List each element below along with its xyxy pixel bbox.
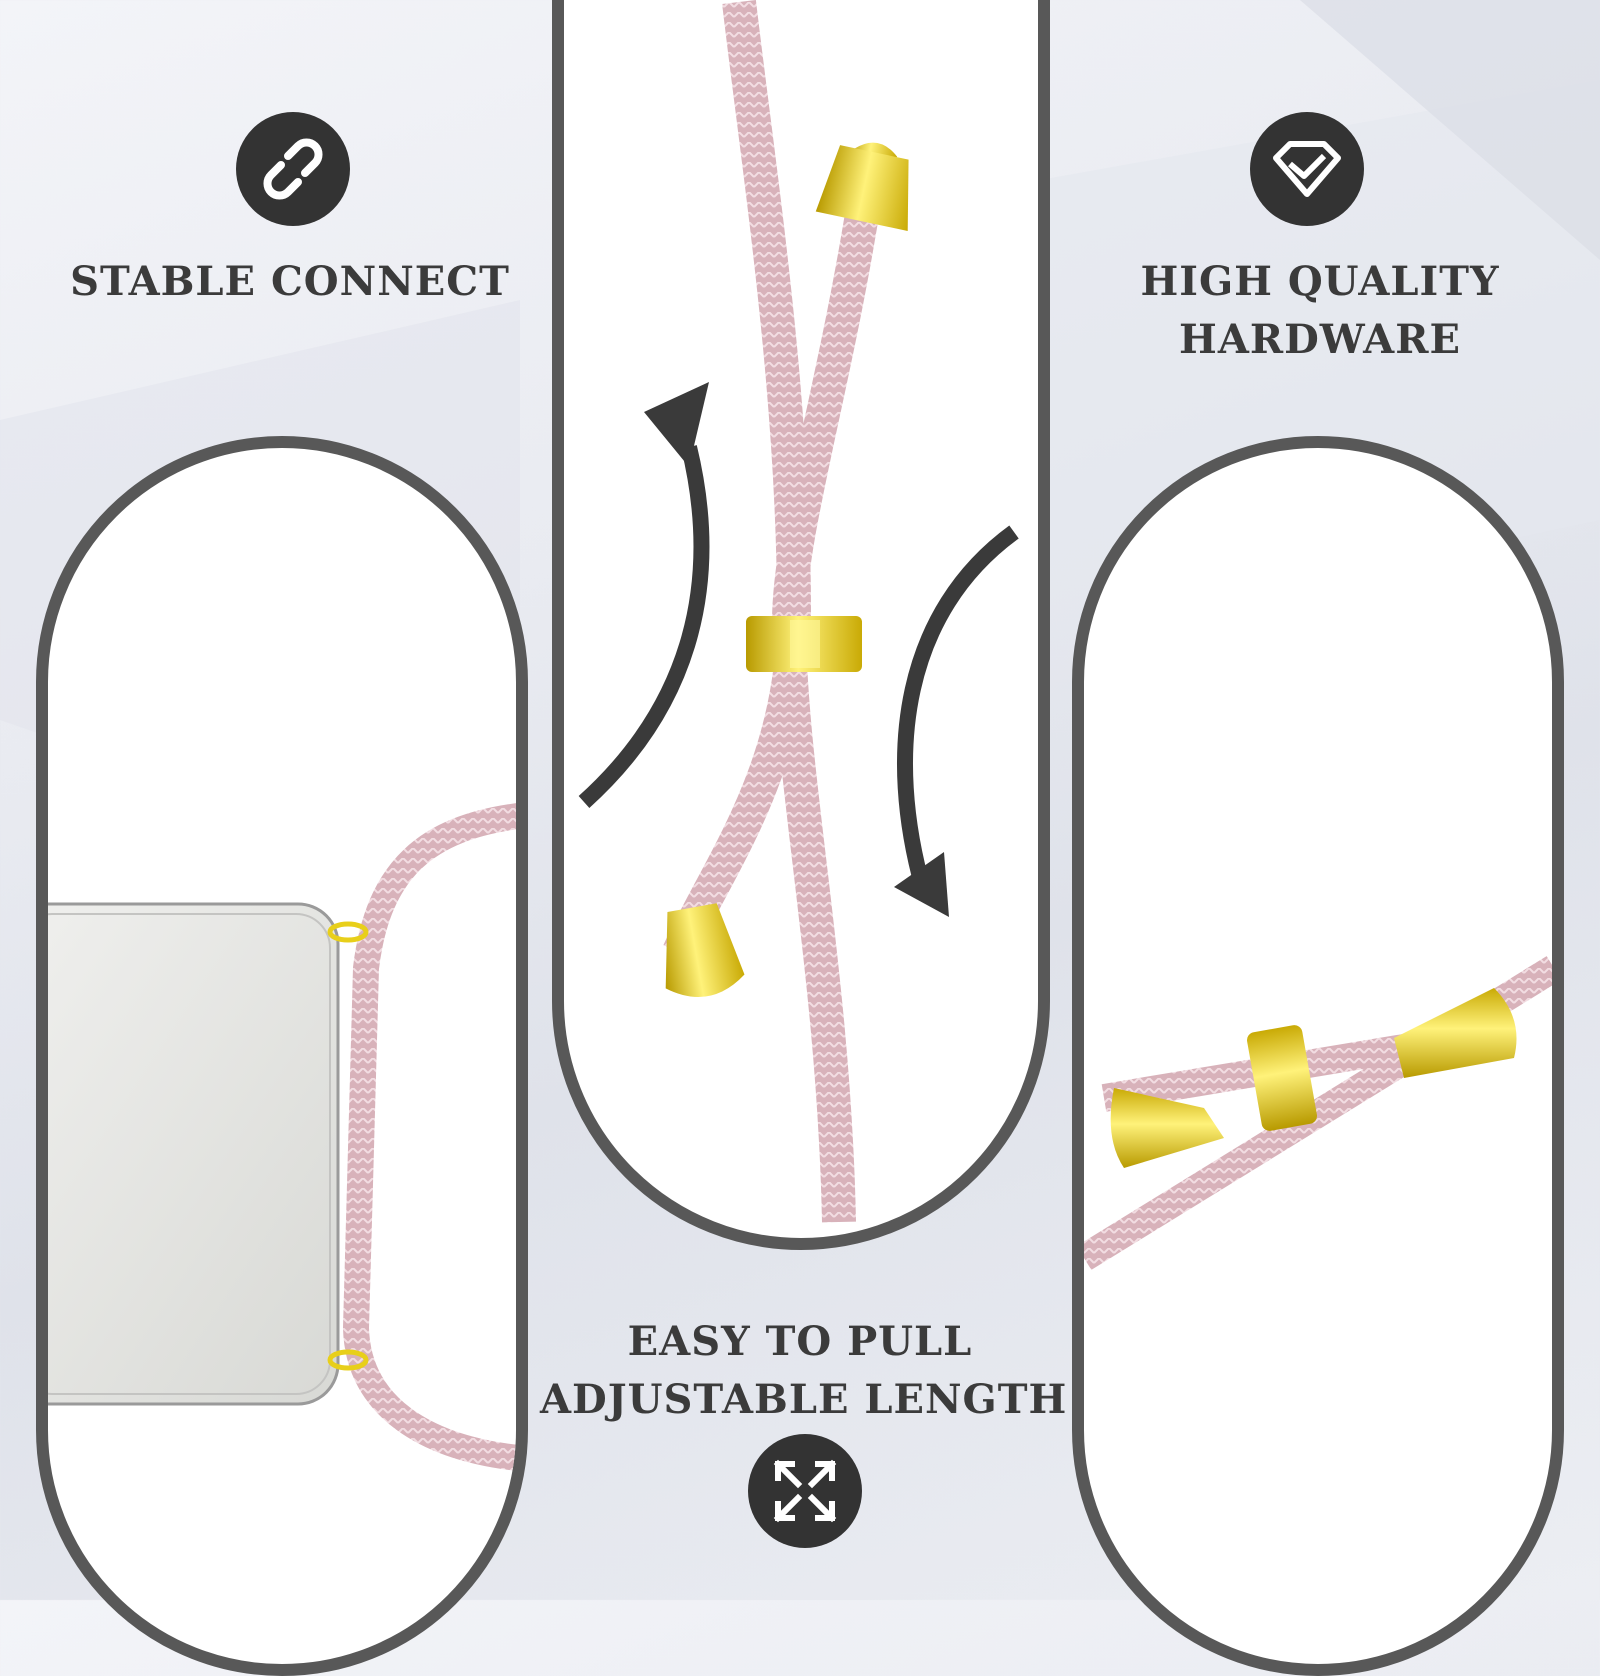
expand-arrows-icon xyxy=(773,1459,837,1523)
stable-connect-title: STABLE CONNECT xyxy=(70,258,510,305)
hardware-capsule xyxy=(1072,436,1564,1676)
cord-adjust-illustration xyxy=(578,0,1019,1223)
high-quality-title: HIGH QUALITY xyxy=(1140,258,1500,305)
link-badge xyxy=(236,112,350,226)
diamond-badge xyxy=(1250,112,1364,226)
hardware-title: HARDWARE xyxy=(1179,316,1461,363)
hardware-illustration xyxy=(1084,956,1552,1270)
easy-to-pull-title: EASY TO PULL xyxy=(627,1318,973,1365)
cord-adjust-capsule xyxy=(552,0,1050,1250)
adjustable-length-title: ADJUSTABLE LENGTH xyxy=(540,1376,1068,1423)
link-icon xyxy=(263,138,323,200)
phone-case-capsule xyxy=(36,436,528,1676)
diamond-icon xyxy=(1273,141,1341,197)
expand-badge xyxy=(748,1434,862,1548)
phone-case-illustration xyxy=(48,803,516,1471)
